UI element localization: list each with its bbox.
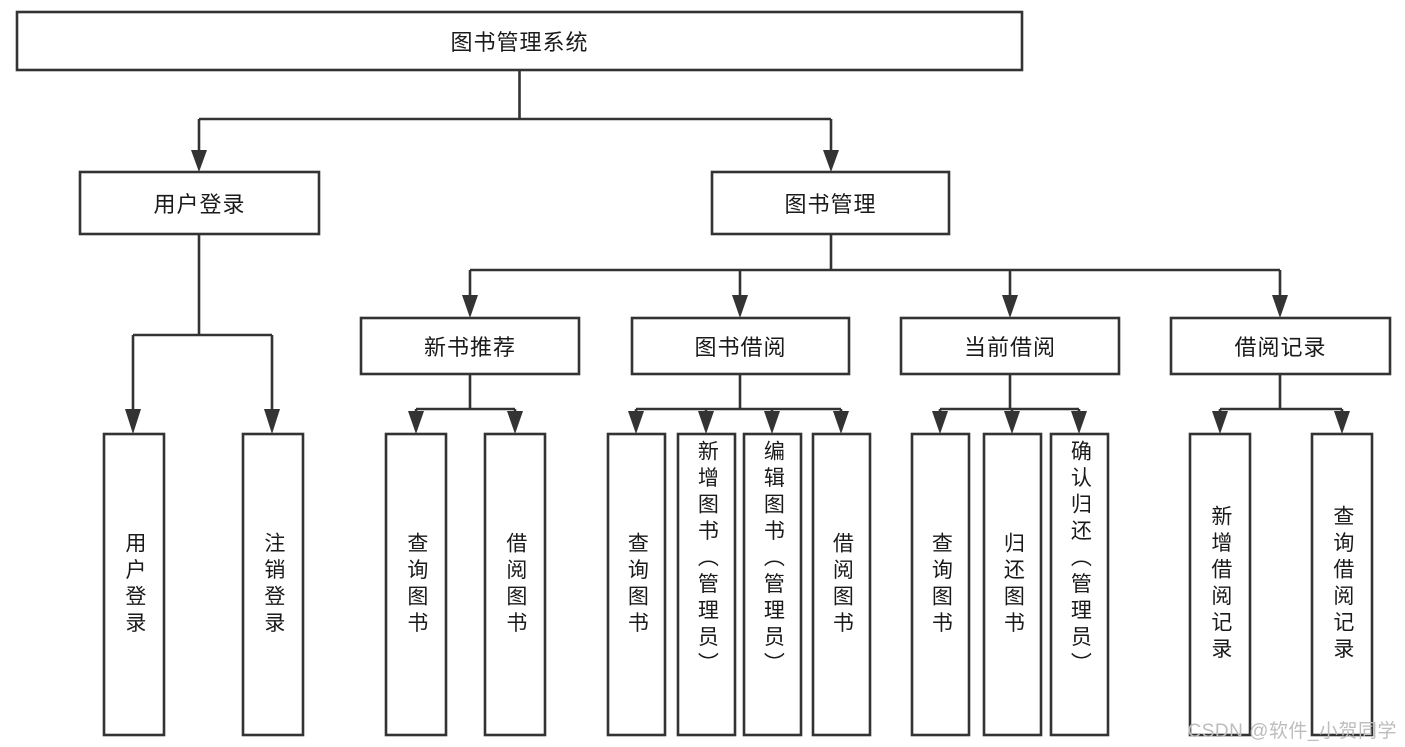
- arrow-to-new-book-recommend: [462, 295, 478, 318]
- arrow-to-current-borrow: [1002, 295, 1018, 318]
- arrow-to-leaf-return-book: [1004, 411, 1020, 434]
- arrow-to-leaf-confirm-return-admin: [1071, 411, 1087, 434]
- node-box-leaf-query-book-borrow[interactable]: [606, 432, 667, 737]
- arrow-to-book-borrow: [732, 295, 748, 318]
- node-box-leaf-edit-book-admin[interactable]: [742, 432, 803, 737]
- node-box-leaf-add-book-admin[interactable]: [676, 432, 737, 737]
- node-box-leaf-query-book-current[interactable]: [910, 432, 971, 737]
- watermark-text: CSDN @软件_小贺同学: [1187, 721, 1397, 742]
- node-box-leaf-user-login[interactable]: [102, 432, 166, 737]
- arrow-to-leaf-add-borrow-record: [1212, 411, 1228, 434]
- arrow-to-leaf-edit-book-admin: [764, 411, 780, 434]
- arrow-to-user-login: [191, 150, 207, 172]
- node-box-leaf-logout-login[interactable]: [241, 432, 305, 737]
- node-box-leaf-query-borrow-record[interactable]: [1310, 432, 1374, 737]
- arrow-to-leaf-borrow-book-rec: [507, 411, 523, 434]
- node-box-leaf-return-book[interactable]: [982, 432, 1043, 737]
- connector-layer: [125, 70, 1350, 434]
- arrow-to-leaf-query-book-rec: [408, 411, 424, 434]
- node-box-book-borrow[interactable]: [630, 316, 851, 376]
- node-box-current-borrow[interactable]: [899, 316, 1121, 376]
- node-box-new-book-recommend[interactable]: [359, 316, 581, 376]
- arrow-to-leaf-query-book-current: [932, 411, 948, 434]
- node-box-leaf-add-borrow-record[interactable]: [1188, 432, 1252, 737]
- node-box-borrow-record[interactable]: [1169, 316, 1392, 376]
- arrow-to-leaf-logout-login: [264, 409, 280, 434]
- arrow-to-leaf-query-book-borrow: [628, 411, 644, 434]
- node-box-leaf-borrow-book-rec[interactable]: [483, 432, 547, 737]
- node-box-layer: [15, 10, 1392, 737]
- arrow-to-book-manage: [823, 150, 839, 172]
- node-box-leaf-confirm-return-admin[interactable]: [1049, 432, 1110, 737]
- arrow-to-leaf-user-login: [125, 409, 141, 434]
- arrow-to-leaf-add-book-admin: [698, 411, 714, 434]
- node-box-root[interactable]: [15, 10, 1024, 72]
- node-box-book-manage[interactable]: [710, 170, 951, 236]
- node-box-leaf-query-book-rec[interactable]: [384, 432, 448, 737]
- node-box-user-login[interactable]: [78, 170, 321, 236]
- arrow-to-leaf-borrow-book: [833, 411, 849, 434]
- arrow-to-borrow-record: [1272, 295, 1288, 318]
- arrow-to-leaf-query-borrow-record: [1334, 411, 1350, 434]
- node-box-leaf-borrow-book[interactable]: [811, 432, 872, 737]
